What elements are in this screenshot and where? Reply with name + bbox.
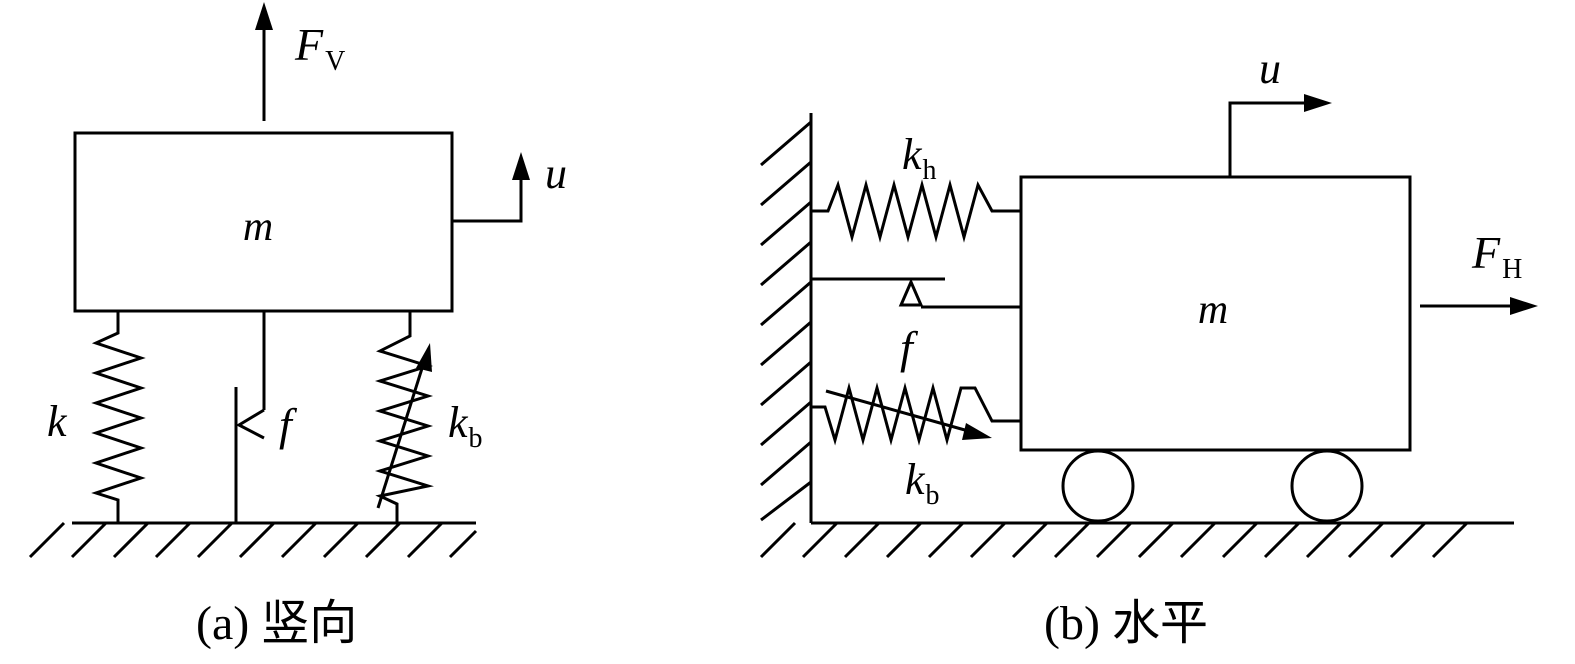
spring-label-k-a: k (47, 397, 68, 446)
mass-label-a: m (243, 204, 273, 250)
spring-label-kh-b: kh (902, 130, 937, 186)
force-label-b: FH (1471, 227, 1522, 285)
mass-block-b (1019, 175, 1412, 452)
displacement-label-b: u (1259, 44, 1281, 93)
wheel-right (1290, 449, 1364, 523)
caption-b: (b) 水平 (1044, 597, 1208, 650)
friction-label-a: f (279, 399, 298, 450)
wheel-left (1061, 449, 1135, 523)
force-arrow-b (1420, 297, 1538, 315)
spring-kh-b (811, 179, 1021, 243)
friction-label-b: f (900, 322, 919, 373)
spring-kb-b (811, 382, 1021, 446)
spring-label-kb-a: kb (448, 398, 483, 454)
friction-element-b (811, 277, 1021, 309)
displacement-arrow-a (452, 152, 530, 223)
panel-a: m FV u k f kb (28, 2, 567, 650)
displacement-label-a: u (545, 149, 567, 198)
wall-b (760, 113, 813, 523)
ground-a (28, 521, 478, 559)
mass-label-b: m (1198, 287, 1228, 333)
force-label-a: FV (294, 19, 345, 77)
friction-element-a (234, 311, 266, 523)
force-arrow-a (255, 2, 273, 121)
displacement-arrow-b (1228, 94, 1332, 177)
spring-label-kb-b: kb (905, 455, 940, 511)
caption-a: (a) 竖向 (196, 597, 357, 650)
spring-k-a (91, 311, 146, 523)
panel-b: m u FH kh f (759, 44, 1538, 650)
spring-kb-a (374, 311, 434, 523)
ground-b (759, 521, 1514, 559)
